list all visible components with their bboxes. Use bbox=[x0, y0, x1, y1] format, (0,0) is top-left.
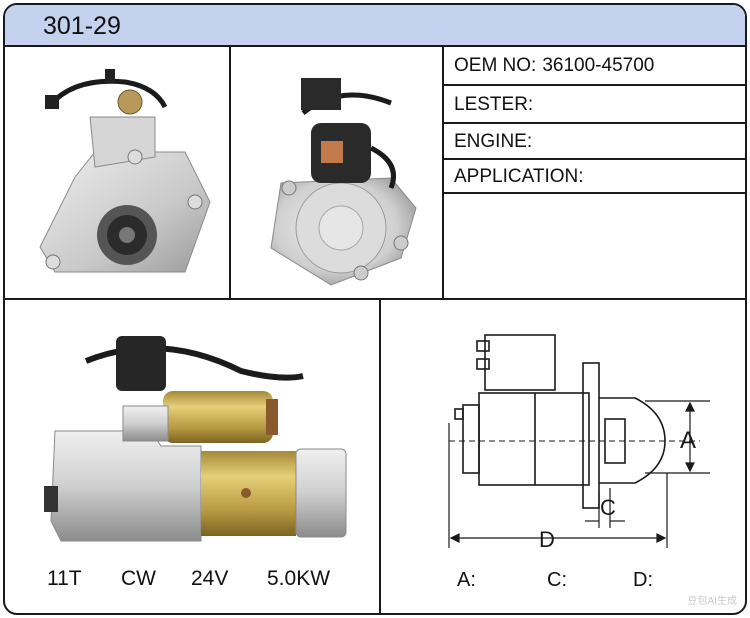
diagram-label-c: C bbox=[600, 495, 616, 520]
spec-sheet-frame: 301-29 OEM NO:36100-45700 LESTER: ENGINE… bbox=[3, 3, 747, 615]
diagram-label-d: D bbox=[539, 527, 555, 552]
engine-label: ENGINE: bbox=[454, 131, 533, 152]
dimension-c-label: C: bbox=[547, 569, 567, 591]
spec-divider-4 bbox=[444, 192, 745, 194]
lester-label: LESTER: bbox=[454, 94, 534, 115]
dimension-diagram: A C D bbox=[448, 334, 710, 552]
divider-bottom bbox=[379, 298, 381, 613]
dimension-d: D: bbox=[633, 569, 653, 592]
spec-row-lester: LESTER: bbox=[444, 86, 745, 123]
oem-label: OEM NO: bbox=[454, 55, 537, 76]
watermark: 豆包AI生成 bbox=[687, 596, 737, 607]
application-label: APPLICATION: bbox=[454, 166, 584, 187]
divider-middle bbox=[5, 298, 745, 300]
dimension-a: A: bbox=[457, 569, 476, 592]
starter-rear-photo bbox=[270, 78, 417, 286]
diagram-label-a: A bbox=[680, 427, 696, 454]
spec-divider-1 bbox=[444, 84, 745, 86]
model-number-title: 301-29 bbox=[43, 12, 121, 40]
spec-divider-3 bbox=[444, 158, 745, 160]
spec-row-application: APPLICATION: bbox=[444, 158, 745, 195]
rating-teeth: 11T bbox=[47, 567, 82, 590]
starter-front-photo bbox=[39, 69, 211, 273]
divider-top-left bbox=[229, 47, 231, 300]
dimension-a-label: A: bbox=[457, 569, 476, 591]
rating-voltage: 24V bbox=[191, 567, 229, 590]
header-bar: 301-29 bbox=[5, 5, 745, 47]
spec-row-engine: ENGINE: bbox=[444, 123, 745, 160]
dimension-c: C: bbox=[547, 569, 567, 592]
dimension-d-label: D: bbox=[633, 569, 653, 591]
spec-divider-2 bbox=[444, 122, 745, 124]
rating-rotation: CW bbox=[121, 567, 156, 590]
divider-top-right bbox=[442, 47, 444, 300]
starter-side-photo bbox=[44, 336, 347, 542]
spec-row-oem: OEM NO:36100-45700 bbox=[444, 47, 745, 84]
rating-power: 5.0KW bbox=[267, 567, 331, 590]
oem-value: 36100-45700 bbox=[542, 55, 655, 76]
